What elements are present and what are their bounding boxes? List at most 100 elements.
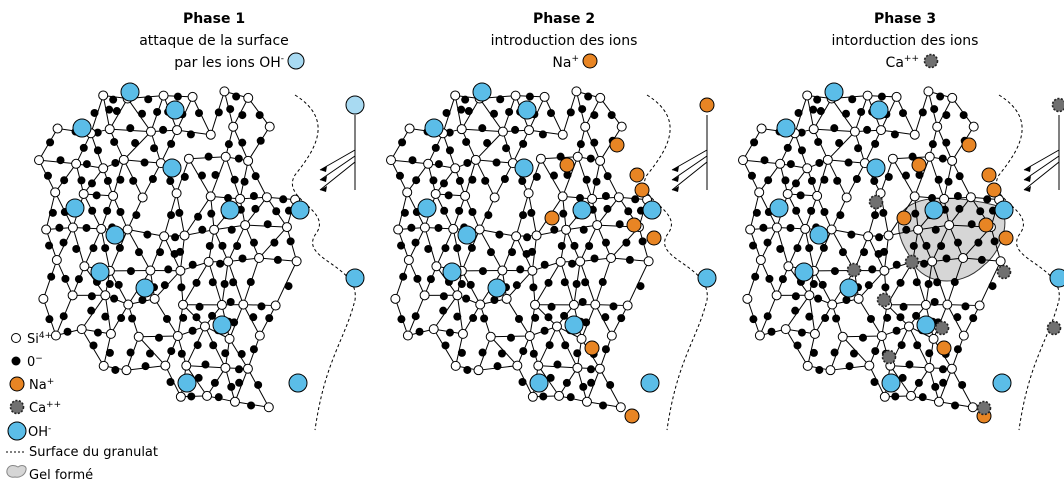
silicon-ion	[452, 290, 463, 301]
calcium-ion	[876, 292, 892, 308]
oxygen-ion	[224, 194, 233, 203]
oxygen-ion	[48, 208, 57, 217]
silicon-ion	[590, 299, 601, 310]
oxygen-ion	[934, 175, 943, 184]
oxygen-ion	[105, 280, 114, 289]
oxygen-ion	[445, 146, 454, 155]
silicon-ion	[108, 190, 119, 201]
oxygen-ion	[431, 143, 440, 152]
silicon-ion	[41, 224, 52, 235]
legend-item-hydroxide: OH-	[7, 421, 51, 441]
oxygen-ion	[912, 278, 921, 287]
hydroxide-ion	[916, 315, 936, 335]
oxygen-ion	[592, 177, 601, 186]
hydroxide-ion	[290, 200, 310, 220]
hydroxide-ion	[472, 82, 492, 102]
oxygen-ion	[167, 347, 176, 356]
oxygen-ion	[809, 280, 818, 289]
oxygen-ion	[847, 230, 856, 239]
silicon-ion	[995, 256, 1006, 267]
silicon-ion	[802, 360, 813, 371]
oxygen-ion	[786, 223, 795, 232]
oxygen-ion	[579, 382, 588, 391]
silicon-ion	[172, 125, 183, 136]
silicon-ion	[606, 330, 617, 341]
silicon-ion	[891, 91, 902, 102]
oxygen-ion	[559, 209, 568, 218]
silicon-ion	[800, 223, 811, 234]
silicon-ion	[145, 265, 156, 276]
oxygen-ion	[397, 315, 406, 324]
legend-item-surface: Surface du granulat	[6, 445, 158, 460]
oxygen-ion	[255, 111, 264, 120]
phase-1-line2: par les ions OH-	[174, 54, 284, 71]
oxygen-ion	[101, 312, 110, 321]
hydroxide-ion	[487, 278, 507, 298]
oxygen-ion	[506, 333, 515, 342]
oxygen-ion	[87, 306, 96, 315]
silicon-ion	[419, 290, 430, 301]
oxygen-ion	[249, 192, 258, 201]
oxygen-ion	[759, 223, 768, 232]
oxygen-ion	[750, 138, 759, 147]
silicon-ion	[887, 153, 898, 164]
oxygen-ion	[793, 341, 802, 350]
oxygen-ion	[220, 280, 229, 289]
granulate-surface-line	[292, 94, 356, 431]
silicon-ion	[501, 293, 512, 304]
silicon-ion	[808, 124, 819, 135]
oxygen-ion	[468, 208, 477, 217]
oxygen-ion	[188, 260, 197, 269]
oxygen-ion	[251, 172, 260, 181]
phase-2-panel	[385, 82, 717, 431]
oxygen-ion	[942, 138, 951, 147]
oxygen-ion	[809, 105, 818, 114]
oxygen-ion	[549, 171, 558, 180]
oxygen-ion	[918, 393, 927, 402]
hydroxide-ion	[65, 198, 85, 218]
oxygen-ion	[791, 306, 800, 315]
phase-3-panel	[737, 82, 1064, 431]
oxygen-ion	[461, 95, 470, 104]
oxygen-ion	[568, 259, 577, 268]
silicon-ion	[270, 300, 281, 311]
oxygen-ion	[582, 175, 591, 184]
silicon-ion	[876, 125, 887, 136]
silicon-ion	[489, 192, 500, 203]
silicon-ion	[243, 92, 254, 103]
oxygen-ion	[875, 233, 884, 242]
oxygen-ion	[617, 314, 626, 323]
oxygen-ion	[478, 348, 487, 357]
oxygen-ion	[988, 282, 997, 291]
sodium-ion	[544, 210, 560, 226]
hydroxide-ion-icon	[7, 421, 27, 441]
silicon-ion	[580, 121, 591, 132]
silicon-ion	[539, 91, 550, 102]
silicon-ion	[643, 256, 654, 267]
hydroxide-ion	[529, 373, 549, 393]
oxygen-ion	[209, 341, 218, 350]
hydroxide-ion	[572, 200, 592, 220]
oxygen-ion	[560, 311, 569, 320]
silicon-ion	[205, 191, 216, 202]
oxygen-ion	[478, 267, 487, 276]
oxygen-ion	[858, 333, 867, 342]
hydroxide-ion	[642, 200, 662, 220]
silicon-ion	[122, 224, 133, 235]
oxygen-ion	[193, 341, 202, 350]
silicon-ion	[555, 256, 566, 267]
oxygen-ion	[913, 341, 922, 350]
hydroxide-ion	[776, 118, 796, 138]
calcium-ion	[934, 320, 950, 336]
silicon-ion	[473, 365, 484, 376]
oxygen-ion	[959, 111, 968, 120]
oxygen-ion	[496, 95, 505, 104]
arrow-line	[671, 155, 708, 181]
oxygen-ion	[146, 349, 155, 358]
oxygen-ion	[792, 206, 801, 215]
oxygen-ion	[468, 175, 477, 184]
sodium-ion	[609, 137, 625, 153]
silicon-ion	[281, 222, 292, 233]
oxygen-ion	[531, 313, 540, 322]
oxygen-ion	[205, 241, 214, 250]
